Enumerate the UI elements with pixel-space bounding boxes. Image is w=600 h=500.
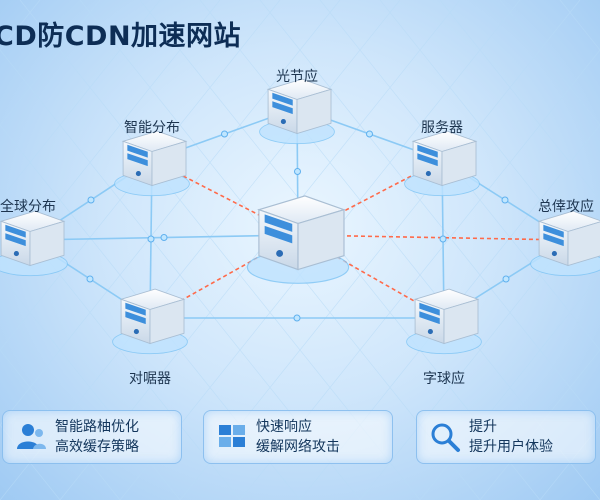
shield-icon [219, 425, 245, 447]
grid-line [0, 0, 101, 126]
junction-dot [294, 168, 301, 175]
server-icon [112, 288, 188, 355]
node-label-tl: 智能分布 [124, 120, 180, 136]
node-label-br: 字球应 [423, 371, 465, 387]
server-icon [259, 78, 335, 145]
junction-dot [502, 275, 510, 283]
junction-dot [501, 196, 509, 204]
junction-dot [160, 234, 168, 241]
junction-dot [439, 235, 447, 243]
feature-panel-routing[interactable]: 智能路柚优化 高效缓存策略 [2, 410, 182, 464]
server-icon [406, 288, 482, 355]
grid-line [439, 0, 600, 201]
panel-line-1: 提升 [469, 419, 497, 435]
node-label-top: 光节应 [276, 69, 318, 85]
grid-line [499, 0, 600, 126]
server-icon [0, 210, 68, 277]
node-label-left: 全球分布 [0, 199, 56, 215]
node-label-tr: 服务器 [421, 120, 463, 136]
junction-dot [293, 314, 301, 322]
junction-dot [87, 196, 95, 204]
server-icon [530, 210, 600, 277]
feature-panel-experience[interactable]: 提升 提升用户体验 [416, 410, 596, 464]
server-nodes [0, 78, 600, 355]
grid-line [0, 0, 161, 201]
feature-panel-response[interactable]: 快速响应 缓解网络攻击 [203, 410, 393, 464]
panel-line-1: 快速响应 [256, 419, 312, 435]
users-icon [17, 424, 46, 449]
page-title: CD防CDN加速网站 [0, 21, 242, 52]
node-label-bl: 对啹器 [129, 371, 171, 387]
panel-line-2: 高效缓存策略 [55, 439, 139, 455]
search-icon [431, 423, 460, 452]
junction-dot [366, 130, 373, 138]
panel-line-2: 提升用户体验 [469, 439, 553, 455]
server-icon [114, 130, 190, 197]
panel-line-1: 智能路柚优化 [55, 419, 139, 435]
grid-line [319, 0, 600, 351]
junction-dot [221, 130, 228, 138]
junction-dot [147, 235, 155, 243]
grid-line [0, 0, 281, 351]
server-icon [404, 130, 480, 197]
server-icon [246, 195, 350, 284]
panel-line-2: 缓解网络攻击 [256, 439, 340, 455]
node-label-right: 总倖攻应 [538, 199, 594, 215]
junction-dot [86, 275, 94, 283]
